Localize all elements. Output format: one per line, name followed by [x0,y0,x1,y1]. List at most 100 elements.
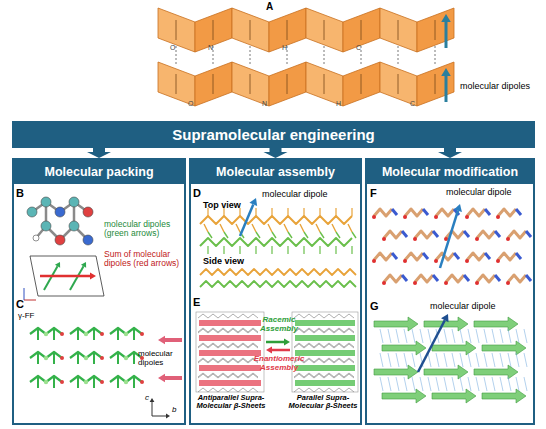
atom-ball [496,259,500,263]
ring-outline [198,314,258,318]
sheet-caption: Antiparallel Supra-Molecular β-Sheets [192,394,270,411]
ring-outline [198,344,258,348]
sheet-frame [292,312,358,392]
panel-box: Molecular modification [365,158,535,425]
flow-arrow [264,148,288,158]
molecule-bond [77,376,79,388]
dipole-arrow-head [249,198,257,206]
annotation: molecular dipole [446,188,530,198]
side-chain [255,246,256,254]
ring-outline [294,314,354,318]
backbone-bond [398,74,399,94]
ring-outline [198,343,258,347]
panel-letter: E [193,296,200,308]
side-chain [239,246,240,254]
backbone-bond [435,20,436,40]
side-chain [336,232,340,238]
hydrogen-bond [380,329,383,343]
sum-dipole-arrow-head [90,272,96,279]
amine-group [516,253,521,259]
dipole-arrow [445,76,448,102]
molecule-bond [110,376,142,382]
molecule-bond [36,226,46,238]
molecule-bond [37,352,39,364]
amine-group [392,209,397,215]
hydrogen-bond [444,353,447,367]
hydrogen-bond [444,377,447,391]
dipole-arrow [445,22,448,48]
atom-ball [372,259,376,263]
hydrogen-bond [492,329,495,343]
side-chain [272,232,276,238]
supramolecular-strand [295,365,355,371]
backbone-bond [361,20,362,40]
annotation: molecular dipole [262,190,346,200]
molecule-bond [32,202,46,212]
amine-group [464,275,469,281]
hydrogen-bond [468,353,471,367]
axis-arrow-head [150,398,155,402]
pleated-sheet-facet [269,8,306,52]
molecule-chain [477,231,495,238]
panel-header: Molecular assembly [191,160,360,184]
atom-ball [69,197,79,207]
dipole-arrow [165,338,182,342]
supramolecular-strand [199,320,261,326]
atom-ball [434,259,438,263]
atom-ball [496,215,500,219]
molecule-bond [133,328,135,340]
atom-ball [44,356,48,360]
arrow-shaft [444,148,456,152]
atom-ball [84,356,88,360]
side-chain [303,208,304,216]
side-chain [332,224,336,232]
hydrogen-bond [435,46,436,64]
dipole-arrow [70,266,84,290]
molecule-bond [30,352,62,358]
atom-ball [41,221,51,231]
hydrogen-bond [500,377,503,391]
pleated-sheet-facet [232,62,269,106]
ring-outline [198,374,258,378]
arrow-shaft [270,148,282,152]
atom-ball [140,332,144,336]
beta-strand-arrow [424,365,468,379]
supramolecular-strand [199,335,261,341]
molecule-chain [405,209,423,216]
amine-group [392,253,397,259]
flow-arrow [87,148,111,158]
amine-group [495,231,500,237]
panel-letter: C [16,298,24,310]
molecule-chain [498,209,516,216]
side-chain [348,224,352,232]
atom-ball [83,235,93,245]
atom-ball [124,332,128,336]
ring-outline [294,329,354,333]
atom-ball [506,281,510,285]
molecule-bond [73,202,76,226]
axis-arrow [152,416,166,417]
pleated-sheet-facet [232,8,269,52]
side-chain [352,232,356,238]
molecule-bond [46,202,60,212]
beta-strand-arrow [432,389,476,403]
amine-group [433,275,438,281]
atom-ball [465,215,469,219]
side-chain [300,224,304,232]
hydrogen-bond [436,329,439,343]
dipole-arrow [418,320,445,372]
amine-group [402,231,407,237]
molecule-bond [93,376,95,388]
side-chain [319,208,320,216]
panel-header: Molecular modification [367,160,533,184]
hydrogen-bond [412,329,415,343]
side-chain [303,246,304,254]
molecule-chain [436,253,454,260]
molecule-bond [74,226,88,240]
ring-outline [294,328,354,332]
molecule-bond [133,376,135,388]
atom-ball [465,259,469,263]
molecule-bond [77,328,79,340]
hydrogen-bond [484,377,487,391]
